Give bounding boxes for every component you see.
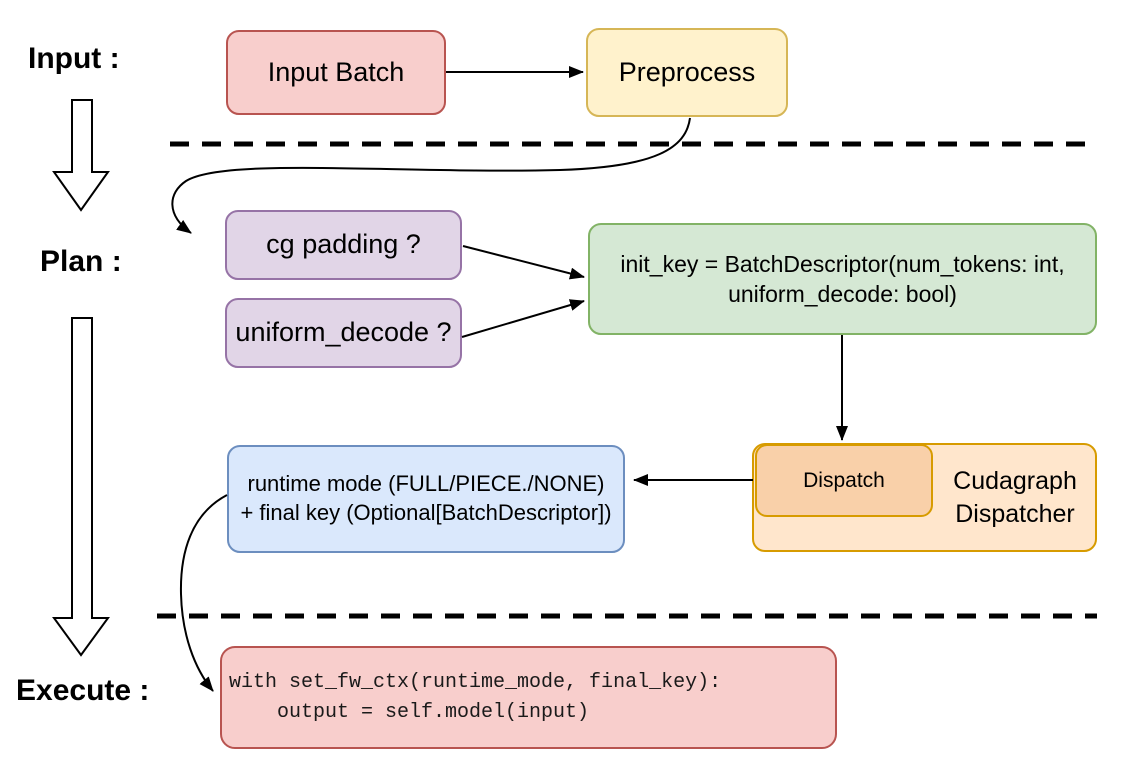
node-cudagraph-dispatcher-label: Cudagraph Dispatcher	[933, 443, 1097, 552]
edge-cg-padding-to-init-key	[462, 245, 585, 280]
stage-label-plan: Plan :	[40, 245, 122, 278]
node-cg-padding: cg padding ?	[225, 210, 462, 280]
node-execute-code: with set_fw_ctx(runtime_mode, final_key)…	[220, 646, 837, 749]
execute-code-line1: with set_fw_ctx(runtime_mode, final_key)…	[229, 670, 722, 694]
node-cg-padding-label: cg padding ?	[266, 229, 421, 260]
node-init-key-line2: uniform_decode: bool)	[728, 281, 957, 307]
edge-uniform-decode-to-init-key	[461, 299, 585, 338]
node-runtime-result-line2: + final key (Optional[BatchDescriptor])	[240, 500, 612, 525]
node-runtime-result: runtime mode (FULL/PIECE./NONE) + final …	[227, 445, 625, 553]
node-input-batch: Input Batch	[226, 30, 446, 115]
node-input-batch-label: Input Batch	[267, 56, 405, 87]
node-init-key: init_key = BatchDescriptor(num_tokens: i…	[588, 223, 1097, 335]
node-dispatch-label: Dispatch	[803, 468, 885, 492]
node-cudagraph-dispatcher-line1: Cudagraph	[953, 466, 1077, 495]
execute-code-line2: output = self.model(input)	[229, 700, 590, 724]
stage-label-execute: Execute :	[16, 674, 150, 707]
node-cudagraph-dispatcher-line2: Dispatcher	[955, 499, 1075, 528]
node-preprocess: Preprocess	[586, 28, 788, 117]
node-init-key-line1: init_key = BatchDescriptor(num_tokens: i…	[620, 250, 1065, 277]
node-preprocess-label: Preprocess	[618, 56, 756, 87]
node-uniform-decode: uniform_decode ?	[225, 298, 462, 368]
stage-arrow-input-to-plan	[52, 99, 110, 212]
node-runtime-result-line1: runtime mode (FULL/PIECE./NONE)	[247, 471, 605, 497]
stage-arrow-plan-to-execute	[52, 317, 110, 657]
stage-label-input: Input :	[28, 42, 120, 75]
node-dispatch: Dispatch	[755, 444, 933, 517]
node-uniform-decode-label: uniform_decode ?	[235, 317, 452, 348]
